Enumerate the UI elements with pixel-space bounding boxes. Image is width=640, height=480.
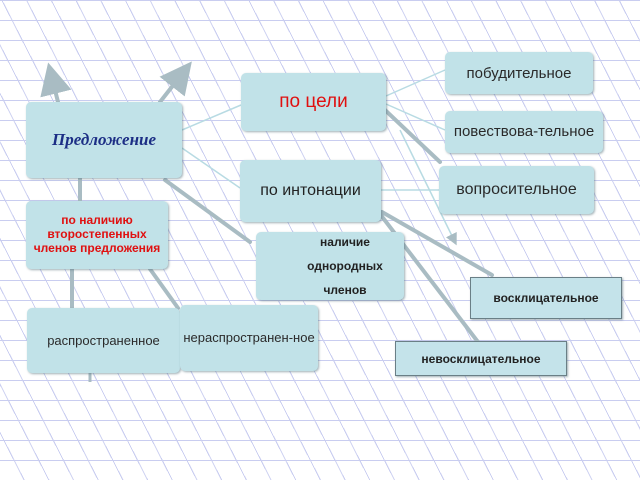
line-goal-interrogative [383, 108, 442, 164]
node-interrogative: вопросительное [439, 166, 594, 214]
line-root-goal [181, 104, 242, 131]
line-goal-incentive [385, 69, 446, 97]
node-exclamatory: восклицательное [470, 277, 622, 319]
node-homogeneous-members: наличие однородных членов [256, 232, 404, 300]
arrow-up-right [158, 61, 192, 104]
line-root-intonation [181, 147, 241, 189]
line-secondary-unspread [148, 267, 180, 310]
node-by-goal: по цели [241, 73, 386, 131]
line-goal-bottom [399, 129, 457, 246]
line-goal-narrative [385, 103, 446, 131]
node-secondary-members: по наличию второстепенных членов предлож… [26, 201, 168, 269]
node-non-exclamatory: невосклицательное [395, 341, 567, 376]
node-spread: распространенное [27, 308, 180, 373]
node-unspread: нераспространен-ное [180, 305, 318, 371]
line-root-homogeneous [163, 178, 252, 244]
node-incentive: побудительное [445, 52, 593, 94]
node-narrative: повествова-тельное [445, 111, 603, 153]
node-sentence: Предложение [26, 102, 182, 178]
line-intonation-exclamatory [380, 210, 494, 277]
arrow-up-left [40, 62, 72, 104]
node-by-intonation: по интонации [240, 160, 381, 222]
